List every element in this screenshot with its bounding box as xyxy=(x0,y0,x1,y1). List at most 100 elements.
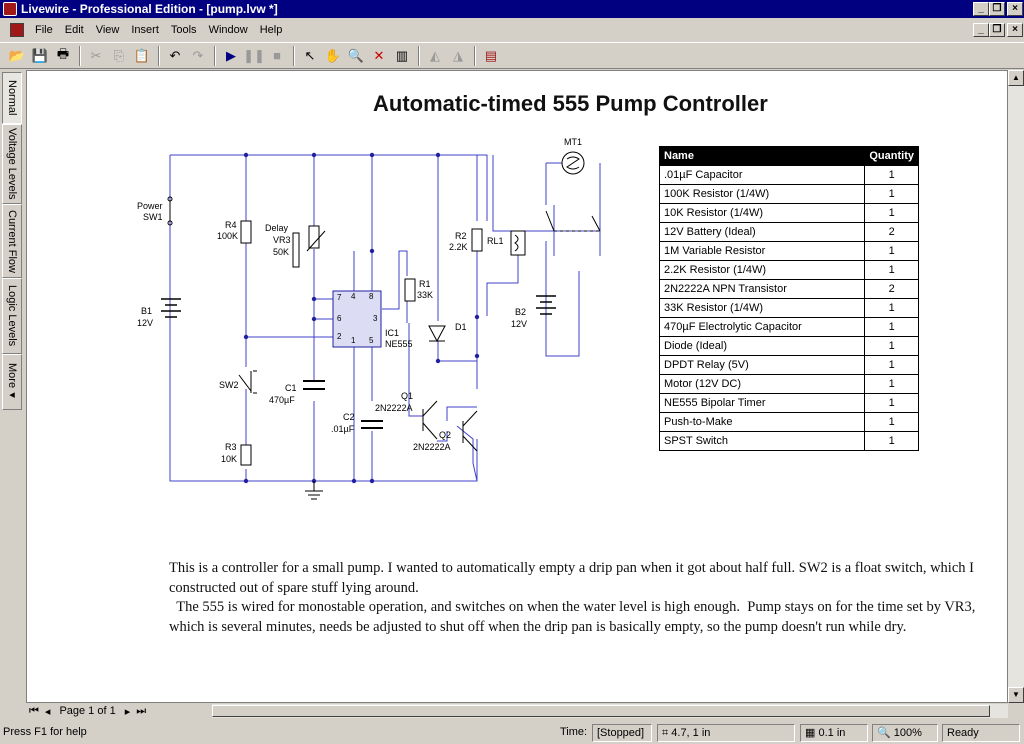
label-r1: R1 xyxy=(419,279,431,289)
restore-button[interactable]: ❐ xyxy=(989,2,1005,16)
close-button[interactable]: × xyxy=(1007,2,1023,16)
flip-icon[interactable]: ◭ xyxy=(430,47,440,63)
save-icon[interactable]: 💾 xyxy=(31,47,49,63)
hand-icon[interactable]: ✋ xyxy=(324,47,342,63)
label-q2-value: 2N2222A xyxy=(413,442,451,452)
bom-header-row: Name Quantity xyxy=(658,146,919,166)
toolbar-separator xyxy=(158,45,160,66)
rotate-icon[interactable]: ◮ xyxy=(453,47,463,63)
window-title: Livewire - Professional Edition - [pump.… xyxy=(21,2,278,16)
menu-edit[interactable]: Edit xyxy=(64,24,84,36)
bom-cell-name: 2.2K Resistor (1/4W) xyxy=(658,260,866,280)
pin-5: 5 xyxy=(369,336,374,345)
pause-icon[interactable]: ❚❚ xyxy=(243,47,265,63)
menu-insert[interactable]: Insert xyxy=(131,24,159,36)
bom-cell-quantity: 2 xyxy=(864,279,919,299)
tab-logic-levels[interactable]: Logic Levels xyxy=(2,278,22,354)
description-text: This is a controller for a small pump. I… xyxy=(169,559,979,637)
last-page-icon[interactable]: ⏭ xyxy=(136,704,147,717)
bom-cell-name: Diode (Ideal) xyxy=(658,336,866,356)
bom-cell-name: 1M Variable Resistor xyxy=(658,241,866,261)
label-r4: R4 xyxy=(225,220,237,230)
undo-icon[interactable]: ↶ xyxy=(169,47,181,63)
bom-cell-quantity: 1 xyxy=(864,393,919,413)
tab-normal[interactable]: Normal xyxy=(2,72,22,124)
bom-cell-name: 10K Resistor (1/4W) xyxy=(658,203,866,223)
status-bar: Press F1 for help Time: [Stopped] ⌗ 4.7,… xyxy=(0,722,1024,744)
menu-view[interactable]: View xyxy=(95,24,120,36)
first-page-icon[interactable]: ⏮ xyxy=(29,704,39,717)
horizontal-scrollbar[interactable] xyxy=(212,704,1008,718)
bom-cell-name: DPDT Relay (5V) xyxy=(658,355,866,375)
bom-cell-name: 470µF Electrolytic Capacitor xyxy=(658,317,866,337)
pointer-icon[interactable]: ↖ xyxy=(304,47,316,63)
zoom-icon[interactable]: 🔍 xyxy=(347,47,365,63)
bom-cell-quantity: 1 xyxy=(864,431,919,451)
scroll-down-icon[interactable]: ▼ xyxy=(1008,687,1024,703)
label-r3: R3 xyxy=(225,442,237,452)
menu-help[interactable]: Help xyxy=(259,24,283,36)
copy-icon[interactable]: ⎘ xyxy=(113,47,125,63)
vertical-scrollbar[interactable]: ▲ ▼ xyxy=(1008,70,1024,703)
label-r4-value: 100K xyxy=(217,231,238,241)
document-icon[interactable] xyxy=(10,23,24,37)
redo-icon[interactable]: ↷ xyxy=(192,47,204,63)
parts-icon[interactable]: ▥ xyxy=(395,47,409,63)
page-indicator: Page 1 of 1 xyxy=(59,705,116,717)
label-ic1: IC1 xyxy=(385,328,399,338)
menu-file[interactable]: File xyxy=(35,24,53,36)
pin-2: 2 xyxy=(337,332,342,341)
label-sw1: SW1 xyxy=(143,212,163,222)
print-icon[interactable]: 🖶 xyxy=(56,45,70,61)
doc-minimize-button[interactable]: _ xyxy=(973,23,989,37)
prev-page-icon[interactable]: ◂ xyxy=(44,705,51,718)
label-c2: C2 xyxy=(343,412,355,422)
horizontal-scroll-thumb[interactable] xyxy=(212,705,990,717)
coordinates-panel: ⌗ 4.7, 1 in xyxy=(657,724,795,742)
bom-cell-name: Motor (12V DC) xyxy=(658,374,866,394)
stop-icon[interactable]: ■ xyxy=(273,48,281,63)
label-vr3: VR3 xyxy=(273,235,291,245)
menu-tools[interactable]: Tools xyxy=(170,24,197,36)
tab-more[interactable]: More ◂ xyxy=(2,354,22,410)
pin-7: 7 xyxy=(337,293,342,302)
gallery-icon[interactable]: ▤ xyxy=(484,47,498,63)
doc-close-button[interactable]: × xyxy=(1007,23,1023,37)
minimize-button[interactable]: _ xyxy=(973,2,989,16)
bom-cell-quantity: 2 xyxy=(864,222,919,242)
pin-8: 8 xyxy=(369,292,374,301)
bom-cell-name: Push-to-Make xyxy=(658,412,866,432)
play-icon[interactable]: ▶ xyxy=(226,47,236,63)
toolbar-separator xyxy=(79,45,81,66)
label-delay: Delay xyxy=(265,223,289,233)
tab-current-flow[interactable]: Current Flow xyxy=(2,204,22,278)
bom-cell-quantity: 1 xyxy=(864,355,919,375)
next-page-icon[interactable]: ▸ xyxy=(124,705,131,718)
menu-window[interactable]: Window xyxy=(208,24,248,36)
doc-restore-button[interactable]: ❐ xyxy=(989,23,1005,37)
bom-cell-name: 33K Resistor (1/4W) xyxy=(658,298,866,318)
label-vr3-value: 50K xyxy=(273,247,289,257)
delete-icon[interactable]: ✕ xyxy=(373,47,385,63)
tab-voltage-levels[interactable]: Voltage Levels xyxy=(2,124,22,204)
page-navigation-bar: ⏮ ◂ Page 1 of 1 ▸ ⏭ xyxy=(26,703,1008,719)
bom-cell-name: .01µF Capacitor xyxy=(658,165,866,185)
circuit-schematic[interactable]: Power SW1 R4 100K Delay VR3 50K B1 12V R… xyxy=(27,71,647,531)
zoom-panel: 🔍 100% xyxy=(872,724,938,742)
label-power: Power xyxy=(137,201,163,211)
document-canvas[interactable]: Automatic-timed 555 Pump Controller xyxy=(26,70,1008,703)
pin-6: 6 xyxy=(337,314,342,323)
label-r1-value: 33K xyxy=(417,290,433,300)
bom-cell-name: 12V Battery (Ideal) xyxy=(658,222,866,242)
bom-row: 10K Resistor (1/4W)1 xyxy=(658,203,919,223)
label-b2-value: 12V xyxy=(511,319,527,329)
scroll-up-icon[interactable]: ▲ xyxy=(1008,70,1024,86)
bom-row: 12V Battery (Ideal)2 xyxy=(658,222,919,242)
bom-cell-quantity: 1 xyxy=(864,298,919,318)
open-icon[interactable]: 📂 xyxy=(8,47,26,63)
paste-icon[interactable]: 📋 xyxy=(133,47,151,63)
view-tabs: Normal Voltage Levels Current Flow Logic… xyxy=(2,72,22,412)
cut-icon[interactable]: ✂ xyxy=(90,47,102,63)
pin-4: 4 xyxy=(351,292,356,301)
